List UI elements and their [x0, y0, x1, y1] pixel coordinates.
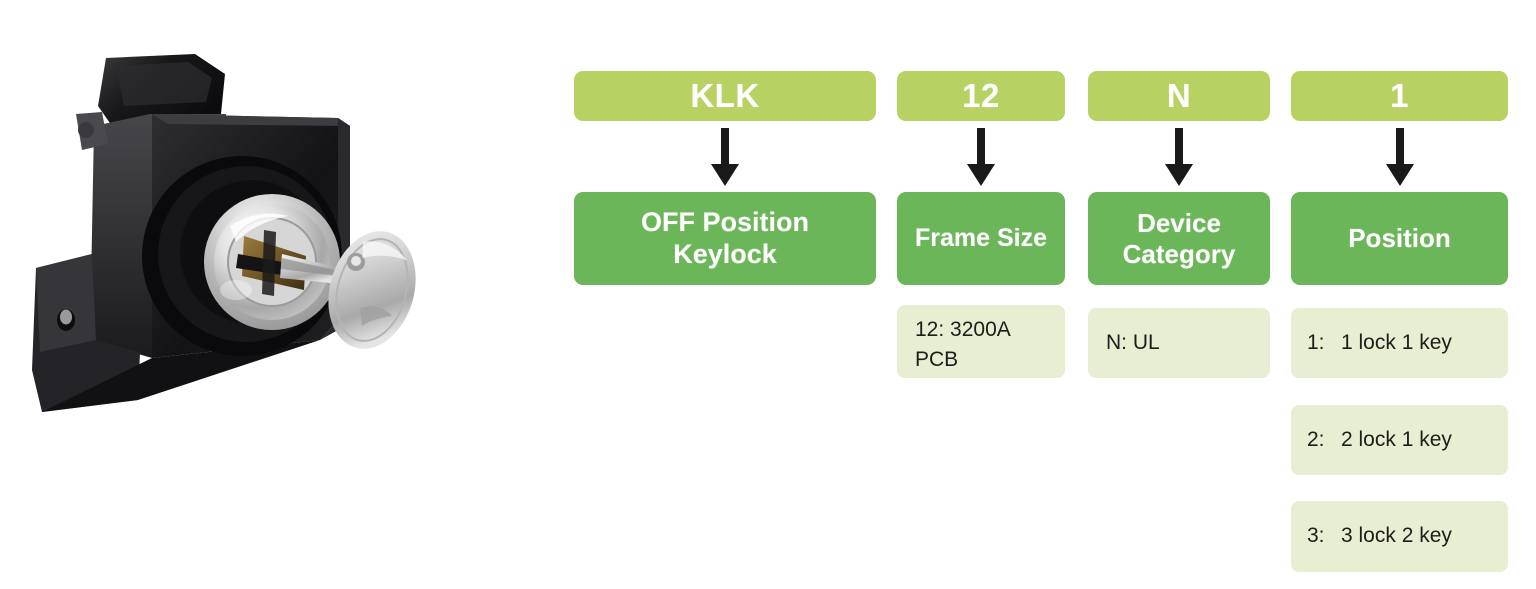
desc-box-position-1: 1: 1 lock 1 key — [1291, 308, 1508, 378]
down-arrow-icon — [1162, 128, 1196, 186]
desc-box-text: 12: 3200A PCB — [915, 318, 1011, 372]
desc-box-position-2: 2: 2 lock 1 key — [1291, 405, 1508, 475]
desc-box-key: 1: — [1307, 330, 1325, 354]
desc-box-key: 2: — [1307, 427, 1325, 451]
code-box-device-category[interactable]: N — [1088, 71, 1270, 121]
code-box-position[interactable]: 1 — [1291, 71, 1508, 121]
desc-box-frame-size-12: 12: 3200A PCB — [897, 305, 1065, 378]
label-box-text: Position — [1348, 223, 1451, 254]
label-box-device-category[interactable]: Device Category — [1088, 192, 1270, 285]
code-box-label: N — [1166, 77, 1192, 114]
desc-box-text: 3 lock 2 key — [1341, 524, 1452, 548]
code-box-frame-size[interactable]: 12 — [897, 71, 1065, 121]
desc-box-position-3: 3: 3 lock 2 key — [1291, 501, 1508, 572]
code-box-klk[interactable]: KLK — [574, 71, 876, 121]
down-arrow-icon — [964, 128, 998, 186]
label-box-off-position-keylock[interactable]: OFF Position Keylock — [574, 192, 876, 285]
desc-box-key: 3: — [1307, 524, 1325, 548]
desc-box-device-category-n: N: UL — [1088, 308, 1270, 378]
label-box-text: OFF Position Keylock — [641, 206, 809, 269]
code-box-label: KLK — [690, 77, 760, 114]
down-arrow-icon — [708, 128, 742, 186]
label-box-text: Device Category — [1122, 207, 1236, 269]
keylock-product-illustration — [32, 54, 416, 412]
label-box-text: Frame Size — [914, 223, 1047, 252]
desc-box-text: 2 lock 1 key — [1341, 427, 1452, 451]
label-box-frame-size[interactable]: Frame Size — [897, 192, 1065, 285]
desc-box-text: N: UL — [1106, 330, 1160, 354]
desc-box-text: 1 lock 1 key — [1341, 330, 1452, 354]
label-box-position[interactable]: Position — [1291, 192, 1508, 285]
code-box-label: 1 — [1390, 77, 1409, 114]
code-box-label: 12 — [962, 77, 1000, 114]
product-photo — [20, 40, 440, 425]
down-arrow-icon — [1383, 128, 1417, 186]
